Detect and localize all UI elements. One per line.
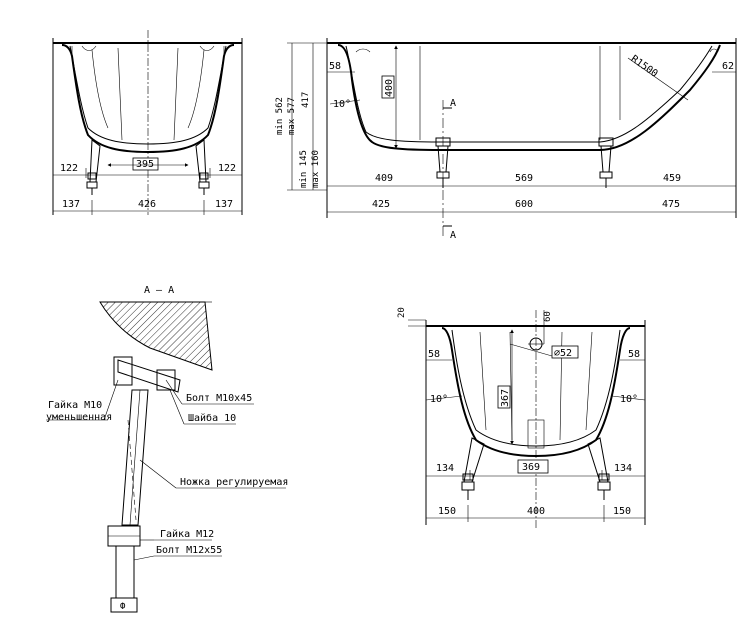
section-aa: А – А Ф Гайка М10 уменьшенная Болт М10х4… bbox=[46, 285, 288, 613]
end-dim-134-left: 134 bbox=[436, 463, 454, 474]
side-leg-max: max 160 bbox=[311, 150, 321, 188]
end-dim-60: 60 bbox=[543, 311, 553, 322]
side-view: R1500 58 62 400 10° A A bbox=[275, 38, 737, 241]
section-title: А – А bbox=[144, 285, 174, 296]
end-dim-58-left: 58 bbox=[428, 349, 440, 360]
label-nut-m12: Гайка М12 bbox=[160, 528, 214, 540]
end-dim-400: 400 bbox=[527, 506, 545, 517]
end-angle-left: 10° bbox=[430, 394, 448, 405]
front-leg-left bbox=[86, 139, 101, 195]
end-dim-150-left: 150 bbox=[438, 506, 456, 517]
front-dim-137-right: 137 bbox=[215, 199, 233, 210]
end-dim-150-right: 150 bbox=[613, 506, 631, 517]
side-dim-400: 400 bbox=[384, 79, 395, 97]
front-view: 122 395 122 137 426 137 bbox=[52, 30, 243, 215]
side-dim-569: 569 bbox=[515, 173, 533, 184]
side-dim-409: 409 bbox=[375, 173, 393, 184]
label-washer: Шайба 10 bbox=[188, 412, 236, 424]
end-dim-369: 369 bbox=[522, 462, 540, 473]
end-dim-58-right: 58 bbox=[628, 349, 640, 360]
front-dim-395: 395 bbox=[136, 159, 154, 170]
side-height-417: 417 bbox=[301, 92, 311, 108]
end-dia-52: ⌀52 bbox=[554, 348, 572, 359]
end-leg-right bbox=[587, 437, 611, 500]
side-dim-58: 58 bbox=[329, 61, 341, 72]
label-nut-m10-sub: уменьшенная bbox=[46, 412, 112, 423]
end-view: 20 ⌀52 60 58 58 10° 10° 367 bbox=[397, 307, 646, 530]
label-leg: Ножка регулируемая bbox=[180, 477, 288, 488]
front-leg-right bbox=[195, 139, 210, 195]
label-bolt-m10: Болт М10х45 bbox=[186, 393, 252, 404]
front-dim-122-right: 122 bbox=[218, 163, 236, 174]
side-height-max: max 577 bbox=[287, 97, 297, 135]
end-dim-20: 20 bbox=[397, 307, 407, 318]
side-dim-425: 425 bbox=[372, 199, 390, 210]
section-mark-top: A bbox=[450, 98, 456, 109]
side-dim-600: 600 bbox=[515, 199, 533, 210]
label-bolt-m12: Болт М12х55 bbox=[156, 545, 222, 556]
side-dim-62: 62 bbox=[722, 61, 734, 72]
svg-text:Ф: Ф bbox=[120, 602, 126, 612]
section-mark-bottom: A bbox=[450, 230, 456, 241]
front-dim-137-left: 137 bbox=[62, 199, 80, 210]
side-height-min: min 562 bbox=[275, 97, 285, 135]
end-leg-left bbox=[461, 437, 485, 500]
side-dim-475: 475 bbox=[662, 199, 680, 210]
front-dim-426: 426 bbox=[138, 199, 156, 210]
front-dim-122-left: 122 bbox=[60, 163, 78, 174]
end-dim-134-right: 134 bbox=[614, 463, 632, 474]
side-dim-459: 459 bbox=[663, 173, 681, 184]
end-dim-367: 367 bbox=[500, 389, 511, 407]
side-angle: 10° bbox=[333, 99, 351, 110]
side-leg-min: min 145 bbox=[299, 150, 309, 188]
side-leg-right bbox=[598, 137, 614, 188]
label-nut-m10: Гайка М10 bbox=[48, 399, 102, 411]
side-radius-label: R1500 bbox=[629, 54, 660, 80]
end-angle-right: 10° bbox=[620, 394, 638, 405]
